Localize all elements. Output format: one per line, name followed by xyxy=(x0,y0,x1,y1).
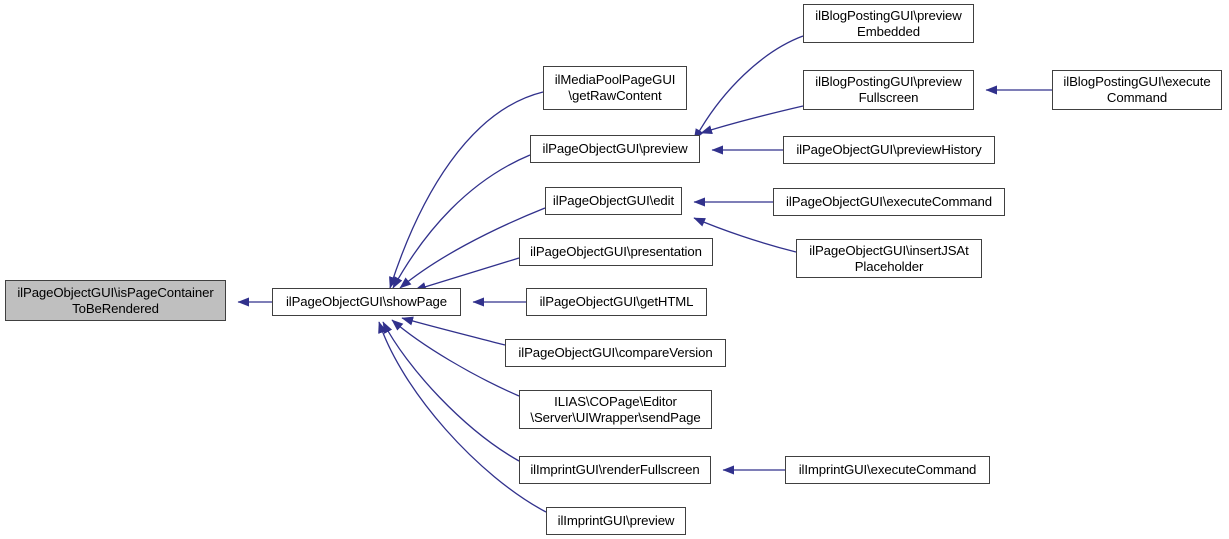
edge-compareVersion-to-showPage xyxy=(401,316,506,346)
edge-presentation-to-showPage xyxy=(414,257,520,291)
graph-node-previewHistory[interactable]: ilPageObjectGUI\previewHistory xyxy=(783,136,995,164)
graph-node-preview[interactable]: ilPageObjectGUI\preview xyxy=(530,135,700,163)
graph-node-showPage[interactable]: ilPageObjectGUI\showPage xyxy=(272,288,461,316)
graph-node-getHTML[interactable]: ilPageObjectGUI\getHTML xyxy=(526,288,707,316)
graph-node-imprintExecuteCommand[interactable]: ilImprintGUI\executeCommand xyxy=(785,456,990,484)
graph-node-blogExecuteCommand[interactable]: ilBlogPostingGUI\execute Command xyxy=(1052,70,1222,110)
graph-node-isPageContainerToBeRendered[interactable]: ilPageObjectGUI\isPageContainer ToBeRend… xyxy=(5,280,226,321)
graph-node-imprintPreview[interactable]: ilImprintGUI\preview xyxy=(546,507,686,535)
graph-node-renderFullscreen[interactable]: ilImprintGUI\renderFullscreen xyxy=(519,456,711,484)
graph-node-sendPage[interactable]: ILIAS\COPage\Editor \Server\UIWrapper\se… xyxy=(519,390,712,429)
graph-node-getRawContent[interactable]: ilMediaPoolPageGUI \getRawContent xyxy=(543,66,687,110)
graph-node-insertJSAtPlaceholder[interactable]: ilPageObjectGUI\insertJSAt Placeholder xyxy=(796,239,982,278)
edge-preview-to-showPage xyxy=(392,154,531,289)
edge-renderFullscreen-to-showPage xyxy=(382,321,520,462)
graph-node-presentation[interactable]: ilPageObjectGUI\presentation xyxy=(519,238,713,266)
edge-sendPage-to-showPage xyxy=(391,319,520,397)
edge-previewEmbedded-to-preview xyxy=(693,35,804,141)
graph-node-previewEmbedded[interactable]: ilBlogPostingGUI\preview Embedded xyxy=(803,4,974,43)
graph-node-edit[interactable]: ilPageObjectGUI\edit xyxy=(545,187,682,215)
graph-node-executeCommand[interactable]: ilPageObjectGUI\executeCommand xyxy=(773,188,1005,216)
graph-node-previewFullscreen[interactable]: ilBlogPostingGUI\preview Fullscreen xyxy=(803,70,974,110)
edge-previewFullscreen-to-preview xyxy=(700,105,804,135)
graph-node-compareVersion[interactable]: ilPageObjectGUI\compareVersion xyxy=(505,339,726,367)
